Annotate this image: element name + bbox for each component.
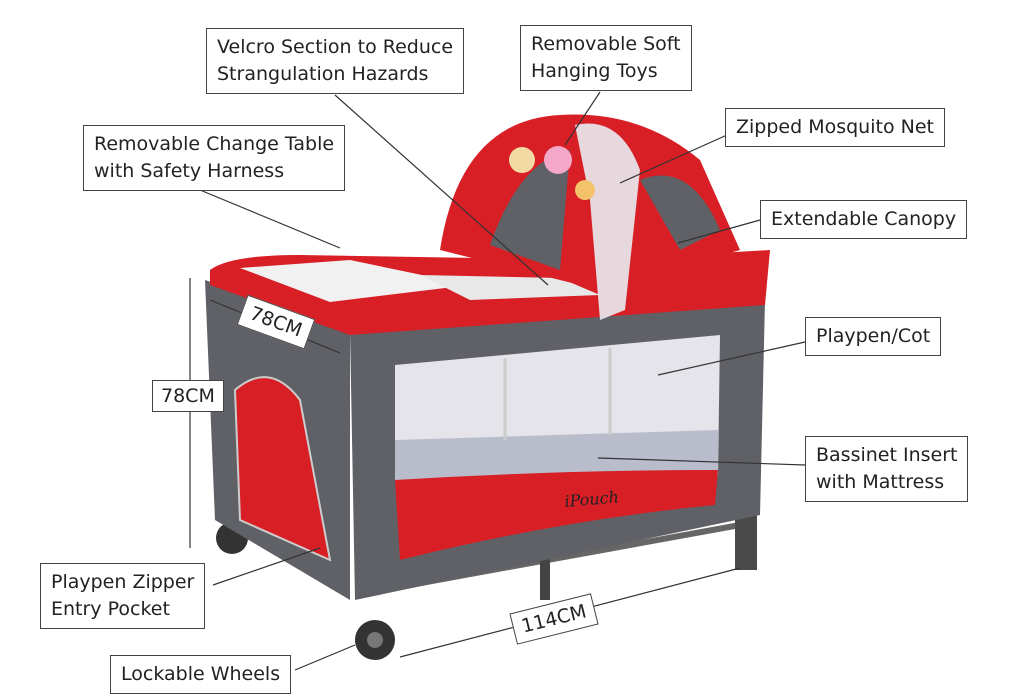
- wheels: [216, 515, 757, 660]
- label-change-table: Removable Change Table with Safety Harnes…: [83, 125, 346, 191]
- label-line: Entry Pocket: [51, 598, 170, 620]
- label-line: Removable Soft: [531, 33, 681, 55]
- label-line: Bassinet Insert: [816, 444, 958, 466]
- toy-pink: [544, 146, 572, 174]
- mosquito-net: [575, 123, 640, 320]
- dimension-height: 78CM: [152, 380, 224, 412]
- label-line: Velcro Section to Reduce: [217, 36, 454, 58]
- label-line: with Mattress: [816, 471, 945, 493]
- label-line: with Safety Harness: [94, 160, 285, 182]
- brand-logo: iPouch: [564, 487, 620, 511]
- label-canopy: Extendable Canopy: [760, 200, 968, 239]
- label-bassinet: Bassinet Insert with Mattress: [805, 436, 969, 502]
- label-playpen: Playpen/Cot: [805, 317, 942, 356]
- toy-bear: [509, 147, 535, 173]
- label-mosquito-net: Zipped Mosquito Net: [725, 108, 945, 147]
- zipper-pocket-panel: [233, 376, 332, 562]
- label-line: Playpen Zipper: [51, 571, 195, 593]
- label-line: Hanging Toys: [531, 60, 658, 82]
- label-line: Strangulation Hazards: [217, 63, 429, 85]
- label-wheels: Lockable Wheels: [110, 655, 292, 694]
- bottom-red-band: [395, 470, 718, 560]
- label-line: Removable Change Table: [94, 133, 335, 155]
